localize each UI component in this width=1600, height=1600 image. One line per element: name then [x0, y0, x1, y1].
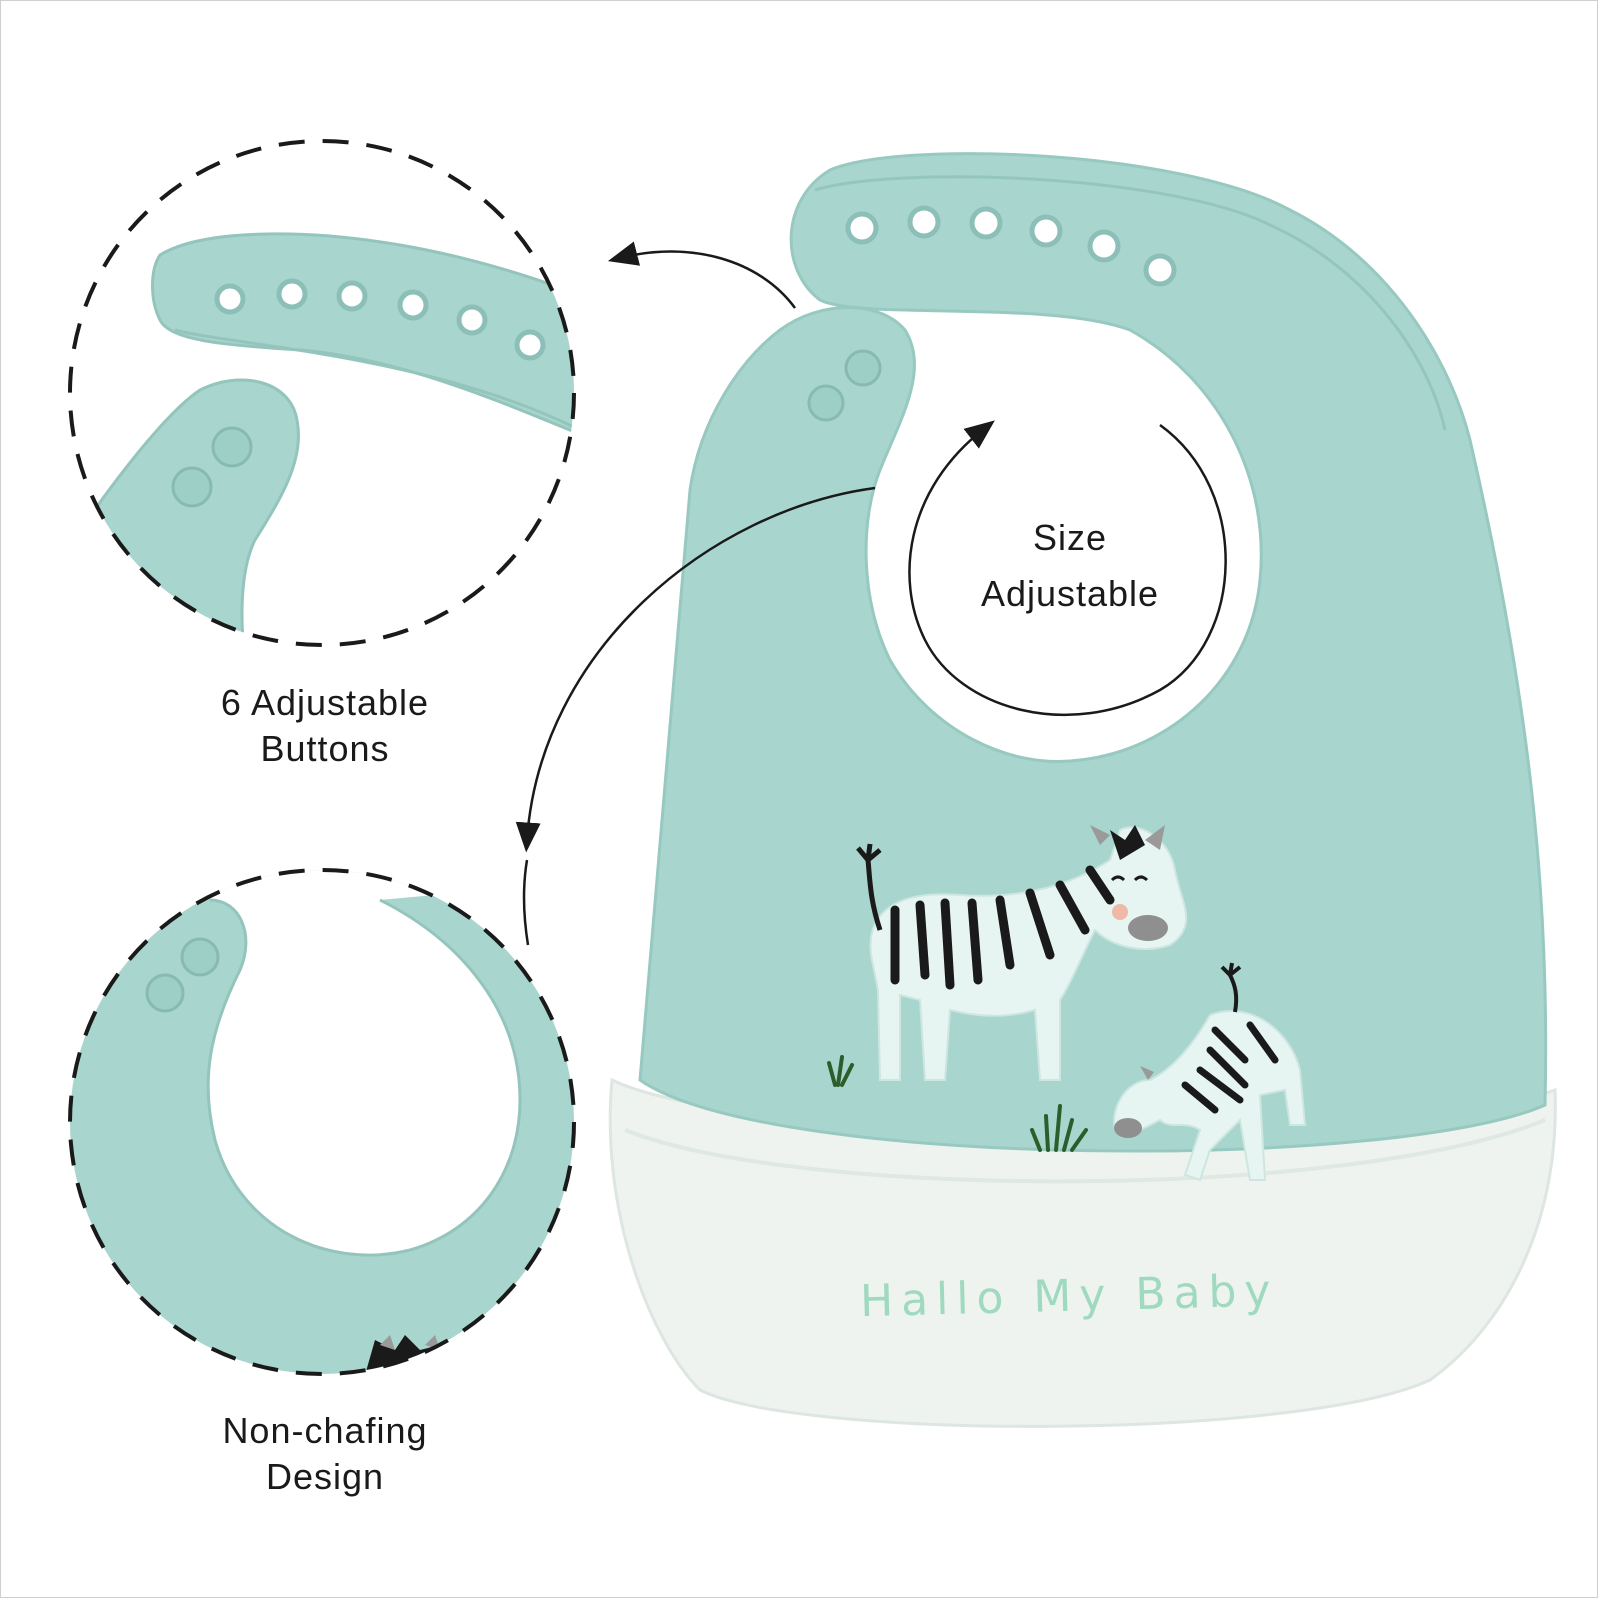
- detail-chafing-inset: [68, 868, 576, 1376]
- zebra-foal-icon: [1113, 962, 1307, 1182]
- label-line: Adjustable: [980, 573, 1160, 614]
- bib: [608, 152, 1557, 1428]
- snap-buttons: [807, 349, 882, 422]
- strap-holes: [845, 205, 1177, 287]
- grass-icon: [827, 1055, 1088, 1152]
- label-line: 6 Adjustable: [220, 682, 430, 723]
- label-line: Buttons: [260, 728, 390, 769]
- label-adjustable-buttons: 6 Adjustable Buttons: [150, 680, 500, 772]
- label-line: Design: [265, 1456, 385, 1497]
- label-line: Size: [1032, 517, 1108, 558]
- label-non-chafing: Non-chafing Design: [150, 1408, 500, 1500]
- zebra-adult-icon: [856, 825, 1188, 1081]
- arrow-icon: [515, 241, 1227, 946]
- detail-buttons-inset: [68, 139, 576, 647]
- bib-body: [638, 152, 1548, 1153]
- label-size-adjustable: Size Adjustable: [925, 515, 1215, 617]
- label-line: Non-chafing: [222, 1410, 428, 1451]
